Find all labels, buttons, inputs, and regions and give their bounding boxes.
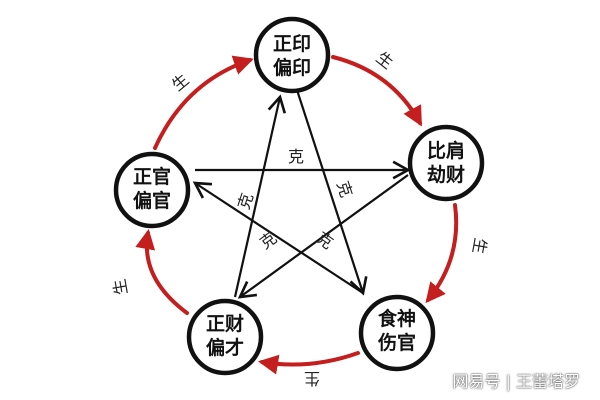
node-left: 正官 偏官 xyxy=(113,151,191,229)
generate-arrow-right-to-bottom-right xyxy=(425,203,459,304)
control-label-right: 克 xyxy=(333,179,356,200)
node-bottom-left-line2: 偏才 xyxy=(206,336,244,359)
node-right-line1: 比肩 xyxy=(427,139,465,162)
node-bottom-right-line2: 伤官 xyxy=(377,331,416,354)
generate-label-top-left: 生 xyxy=(168,70,192,95)
control-label-bottom-left: 克 xyxy=(256,228,280,253)
node-left-line2: 偏官 xyxy=(133,189,171,212)
control-arrow-bottom-right-to-left xyxy=(192,181,364,294)
generate-label-right: 生 xyxy=(469,236,490,255)
control-arrow-bottom-left-to-top xyxy=(233,94,287,298)
generate-label-top-right: 生 xyxy=(373,48,397,73)
node-top-line1: 正印 xyxy=(273,33,311,55)
control-arrow-right-to-bottom-left xyxy=(237,174,409,299)
node-left-line1: 正官 xyxy=(133,165,171,188)
node-top-line2: 偏印 xyxy=(273,56,311,79)
control-label-bottom-right: 克 xyxy=(313,228,337,253)
generate-label-left: 生 xyxy=(110,277,131,296)
generate-arrow-bottom-left-to-left xyxy=(135,229,189,315)
node-right: 比肩 劫财 xyxy=(407,124,485,202)
node-bottom-right: 食神 伤官 xyxy=(358,294,436,372)
node-top: 正印 偏印 xyxy=(253,16,331,94)
control-label-left: 克 xyxy=(234,191,257,212)
generate-arrow-bottom-right-to-bottom-left xyxy=(258,351,360,375)
control-star xyxy=(192,89,411,299)
generate-arrow-top-to-right xyxy=(331,55,422,127)
node-bottom-right-line1: 食神 xyxy=(378,307,416,330)
node-bottom-left-line1: 正财 xyxy=(206,312,244,335)
generate-arrow-left-to-top xyxy=(153,55,254,150)
node-right-line2: 劫财 xyxy=(427,163,465,186)
control-label-top: 克 xyxy=(288,147,304,166)
watermark: 网易号 | 王蕾塔罗 xyxy=(452,372,580,391)
generate-label-bottom: 生 xyxy=(304,369,320,388)
generate-cycle xyxy=(135,55,459,375)
node-bottom-left: 正财 偏才 xyxy=(186,298,264,376)
control-arrow-top-to-bottom-right xyxy=(295,89,368,296)
